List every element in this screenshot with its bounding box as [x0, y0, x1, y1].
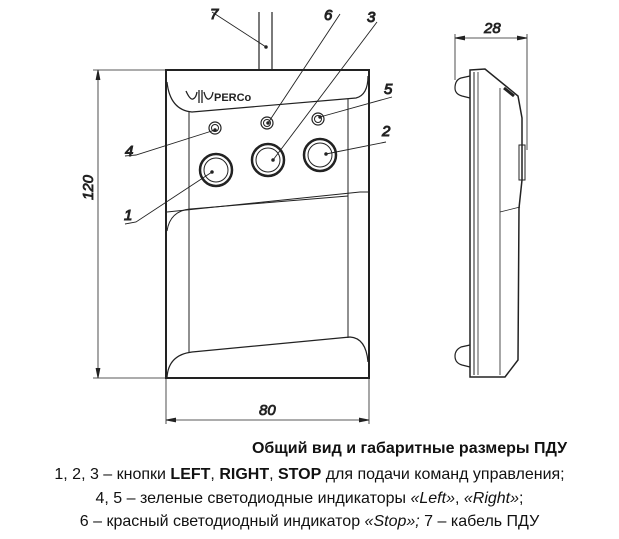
callout-7: 7 [210, 6, 219, 23]
side-view [454, 68, 526, 378]
caption-text: для подачи команд управления; [321, 466, 565, 483]
caption-text: 1, 2, 3 – кнопки [54, 466, 171, 483]
remote-control-drawing: PERCo 1 2 3 4 5 6 7 120 [80, 6, 528, 424]
caption-stop-indicator: «Stop»; [364, 513, 420, 530]
front-view: PERCo [165, 69, 370, 379]
caption-text: 4, 5 – зеленые светодиодные индикаторы [95, 490, 411, 507]
perco-logo: PERCo [185, 90, 252, 104]
led-right [311, 112, 325, 126]
callout-2: 2 [381, 123, 391, 140]
caption-line-1: 1, 2, 3 – кнопки LEFT, RIGHT, STOP для п… [0, 466, 619, 484]
dimension-width: 80 [165, 378, 370, 424]
caption-left-indicator: «Left» [410, 490, 455, 507]
dimension-depth-label: 28 [483, 20, 501, 37]
callout-6: 6 [324, 7, 333, 24]
cable [258, 12, 273, 70]
caption-line-2: 4, 5 – зеленые светодиодные индикаторы «… [0, 490, 619, 508]
callout-4: 4 [125, 143, 133, 160]
dimension-width-label: 80 [259, 402, 276, 419]
caption-stop: STOP [277, 466, 322, 483]
callout-5: 5 [384, 81, 393, 98]
callout-numbers: 1 2 3 4 5 6 7 [124, 6, 394, 225]
caption-left: LEFT [170, 466, 211, 483]
callout-leaders [124, 11, 393, 225]
caption-text: , [210, 466, 220, 483]
caption-right: RIGHT [219, 466, 270, 483]
caption-title: Общий вид и габаритные размеры ПДУ [251, 440, 568, 457]
logo-text: PERCo [214, 92, 252, 104]
button-right [302, 137, 338, 173]
dimension-depth: 28 [454, 20, 528, 150]
callout-1: 1 [124, 207, 132, 224]
led-stop [260, 116, 274, 130]
dimension-height-label: 120 [80, 174, 97, 200]
caption-text: , [454, 490, 464, 507]
callout-3: 3 [367, 9, 376, 26]
caption-text: 7 – кабель ПДУ [419, 513, 540, 530]
caption-line-3: 6 – красный светодиодный индикатор «Stop… [0, 513, 619, 531]
caption-text: ; [519, 490, 524, 507]
button-left [198, 152, 234, 188]
button-stop [250, 142, 286, 178]
caption-text: 6 – красный светодиодный индикатор [79, 513, 365, 530]
caption-right-indicator: «Right» [463, 490, 520, 507]
led-left [208, 121, 222, 135]
caption-text: , [269, 466, 278, 483]
dimension-height: 120 [80, 69, 166, 379]
